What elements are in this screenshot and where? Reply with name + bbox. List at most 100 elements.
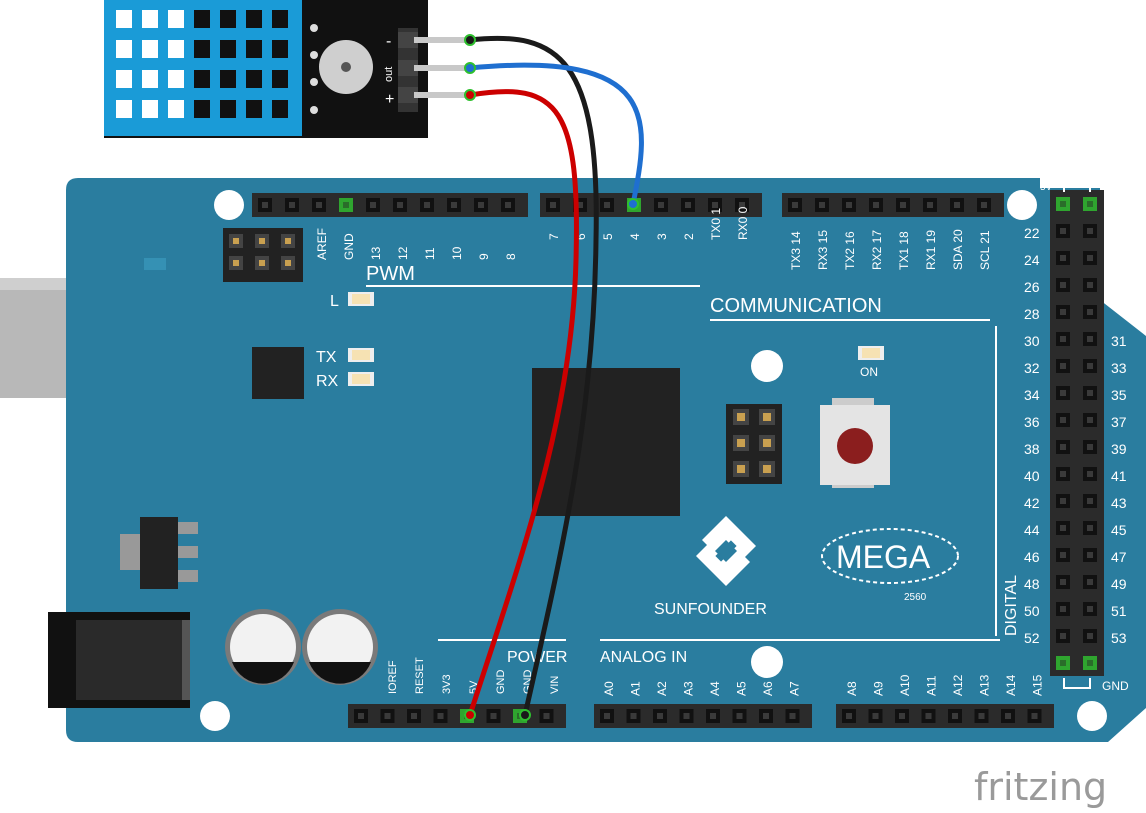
header-pin-hole <box>1087 309 1093 315</box>
header-pin-hole <box>683 713 690 719</box>
analog-pin-label: A9 <box>872 681 886 696</box>
header-pin-hole <box>1087 606 1093 612</box>
header-pin-hole <box>1087 444 1093 450</box>
wire-end <box>464 62 476 74</box>
header-pin-hole <box>630 713 637 719</box>
digital-pin-label: 43 <box>1111 495 1127 511</box>
analog-pin-label: A6 <box>761 681 775 696</box>
pin-label: 5 <box>601 233 615 240</box>
header-pin-hole <box>1087 255 1093 261</box>
icsp-header-middle <box>726 404 782 484</box>
pin-label: 2 <box>682 233 696 240</box>
header-pin-hole <box>437 713 444 719</box>
digital-pin-label: 37 <box>1111 414 1127 430</box>
digital-pin-label: 28 <box>1024 306 1040 322</box>
header-pin-hole <box>739 202 745 208</box>
header-pin-hole <box>490 713 497 719</box>
communication-label: COMMUNICATION <box>710 295 882 317</box>
digital-pin-label: 24 <box>1024 252 1040 268</box>
sensor-pin <box>398 87 418 103</box>
header-pin-hole <box>954 202 960 208</box>
header-pin-hole <box>1060 363 1066 369</box>
sensor-grille-cell <box>142 40 158 58</box>
reset-button[interactable] <box>820 398 890 488</box>
header-pin-hole <box>657 713 663 719</box>
header-pin-hole <box>343 202 349 208</box>
mounting-hole <box>214 190 244 220</box>
digital-pin-label: 30 <box>1024 333 1040 349</box>
model-label: MEGA <box>836 539 931 575</box>
led-RX <box>348 372 374 386</box>
arduino-mega-board: PWM COMMUNICATION L TX RX ON SUNFOUNDER … <box>0 178 1146 742</box>
icsp-pin-contact <box>737 439 745 447</box>
analog-pin-label: A3 <box>682 681 696 696</box>
pin-label: 4 <box>628 233 642 240</box>
analog-pin-label: A10 <box>898 674 912 696</box>
sensor-pin-label-gnd: - <box>386 33 391 50</box>
analog-pin-label: A14 <box>1004 674 1018 696</box>
header-pin-hole <box>899 713 905 719</box>
sensor-pin-label-vcc: + <box>385 91 394 108</box>
header-pin-hole <box>1060 390 1066 396</box>
analog-pin-label: A0 <box>602 681 616 696</box>
digital-pin-label: 31 <box>1111 333 1127 349</box>
icsp-pin-contact <box>233 238 239 244</box>
smd-pad <box>144 258 166 270</box>
header-pin-hole <box>1087 363 1093 369</box>
power-pin-label: VIN <box>549 676 561 694</box>
header-pin-hole <box>505 202 511 208</box>
digital-pin-label: 38 <box>1024 441 1040 457</box>
sensor-grille-cell <box>272 10 288 28</box>
gnd-label: GND <box>1102 679 1129 693</box>
sensor-grille-cell <box>168 70 184 88</box>
pin-label: GND <box>342 233 356 260</box>
sensor-pin-lead <box>414 92 470 98</box>
sensor-pin <box>398 60 418 76</box>
sensor-grille-cell <box>272 100 288 118</box>
digital-pin-label: 53 <box>1111 630 1127 646</box>
header-pin-hole <box>1060 228 1066 234</box>
header-pin-hole <box>763 713 769 719</box>
analog-pin-label: A5 <box>735 681 749 696</box>
pin-label: 12 <box>396 246 410 260</box>
mounting-hole <box>1007 190 1037 220</box>
mounting-hole <box>751 350 783 382</box>
5v-label: 5V <box>1040 182 1053 193</box>
power-pin-label: RESET <box>414 657 426 694</box>
header-pin-hole <box>1087 660 1093 666</box>
sensor-grille-cell <box>272 40 288 58</box>
digital-pin-label: 47 <box>1111 549 1127 565</box>
analog-pin-label: A1 <box>629 681 643 696</box>
header-pin-hole <box>789 713 796 719</box>
pin-label: RX2 17 <box>870 230 884 270</box>
icsp-pin-contact <box>763 465 771 473</box>
header-pin-hole <box>1060 282 1066 288</box>
header-pin-hole <box>1087 579 1093 585</box>
model-number-label: 2560 <box>904 592 927 603</box>
pin-label: TX2 16 <box>843 231 857 270</box>
digital-label: DIGITAL <box>1003 575 1020 636</box>
pin-label: RX0 0 <box>736 206 750 240</box>
pin-label: 13 <box>369 246 383 260</box>
header-pin-hole <box>712 202 718 208</box>
sensor-pin-lead <box>414 65 470 71</box>
icsp-pin-contact <box>763 439 771 447</box>
sensor-grille-cell <box>220 40 236 58</box>
header-pin-hole <box>925 713 932 719</box>
analog-pin-label: A12 <box>951 674 965 696</box>
sensor-grille-cell <box>116 40 132 58</box>
pin-label: AREF <box>315 228 329 260</box>
digital-pin-label: 44 <box>1024 522 1040 538</box>
digital-pin-label: 39 <box>1111 441 1127 457</box>
digital-header <box>1050 190 1104 676</box>
header-pin-hole <box>262 202 268 208</box>
power-pin-label: IOREF <box>387 660 399 694</box>
digital-pin-label: 45 <box>1111 522 1127 538</box>
digital-pin-label: 51 <box>1111 603 1127 619</box>
icsp-pin-contact <box>285 238 291 244</box>
sensor-grille-cell <box>220 70 236 88</box>
sensor-grille-cell <box>194 100 210 118</box>
header-pin-hole <box>1087 633 1093 639</box>
header-pin-hole <box>604 713 610 719</box>
sensor-grille-cell <box>194 70 210 88</box>
